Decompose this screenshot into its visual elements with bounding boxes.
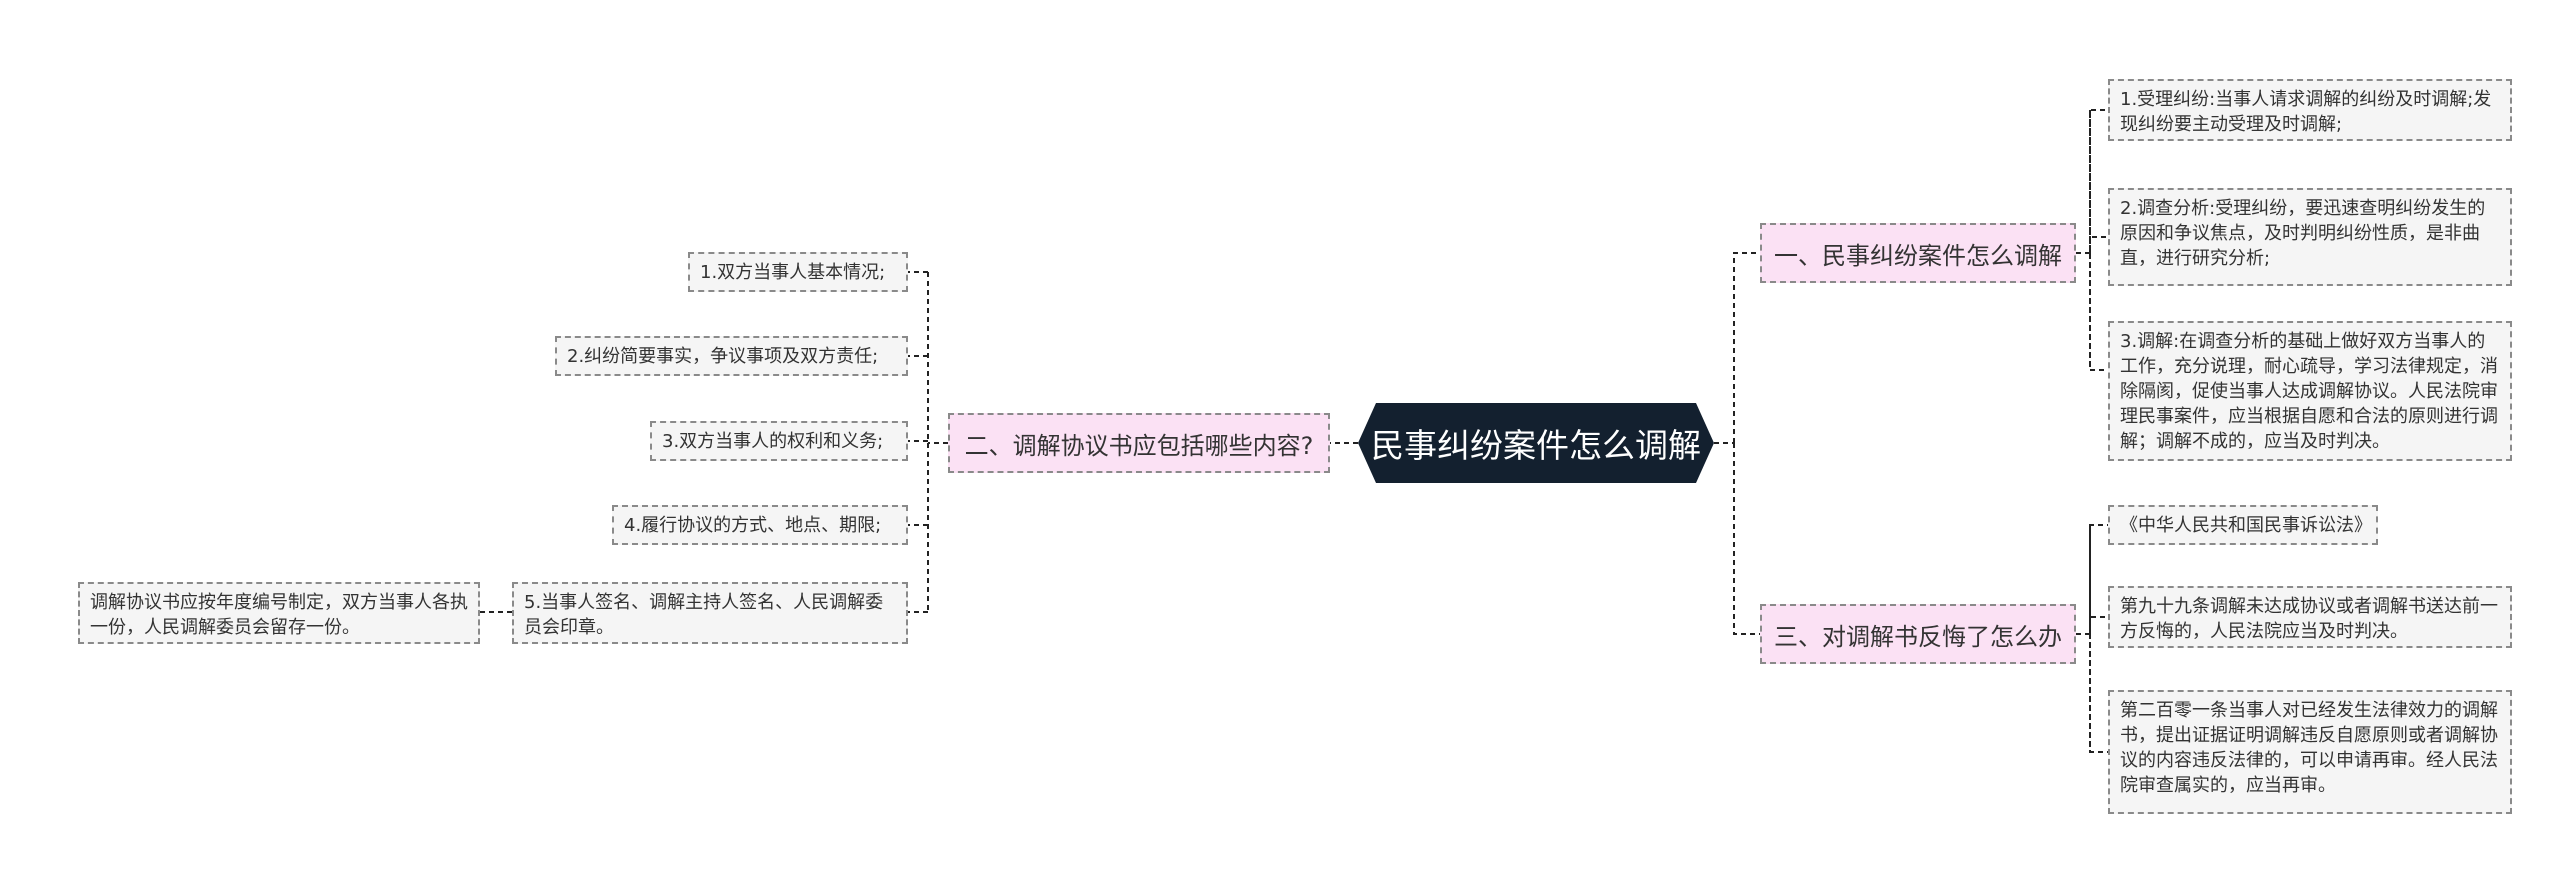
leaf-text: 3.双方当事人的权利和义务; bbox=[662, 430, 884, 452]
leaf-text: 3.调解:在调查分析的基础上做好双方当事人的工作，充分说理，耐心疏导，学习法律规… bbox=[2120, 331, 2498, 452]
leaf-text: 《中华人民共和国民事诉讼法》 bbox=[2120, 514, 2372, 536]
leaf-mediate[interactable]: 3.调解:在调查分析的基础上做好双方当事人的工作，充分说理，耐心疏导，学习法律规… bbox=[2108, 321, 2512, 461]
leaf-signatures-seal[interactable]: 5.当事人签名、调解主持人签名、人民调解委员会印章。 bbox=[512, 582, 908, 644]
central-topic[interactable]: 民事纠纷案件怎么调解 bbox=[1358, 403, 1714, 483]
central-topic-label: 民事纠纷案件怎么调解 bbox=[1371, 426, 1701, 465]
branch-label: 二、调解协议书应包括哪些内容? bbox=[964, 431, 1314, 460]
leaf-text: 2.调查分析:受理纠纷，要迅速查明纠纷发生的原因和争议焦点，及时判明纠纷性质，是… bbox=[2120, 198, 2486, 269]
leaf-text: 第九十九条调解未达成协议或者调解书送达前一方反悔的，人民法院应当及时判决。 bbox=[2120, 596, 2498, 642]
leaf-civil-procedure-law[interactable]: 《中华人民共和国民事诉讼法》 bbox=[2108, 505, 2378, 545]
leaf-accept-dispute[interactable]: 1.受理纠纷:当事人请求调解的纠纷及时调解;发现纠纷要主动受理及时调解; bbox=[2108, 79, 2512, 141]
branch-agreement-contents[interactable]: 二、调解协议书应包括哪些内容? bbox=[948, 413, 1330, 473]
leaf-text: 2.纠纷简要事实，争议事项及双方责任; bbox=[567, 345, 879, 367]
leaf-investigate-analyze[interactable]: 2.调查分析:受理纠纷，要迅速查明纠纷发生的原因和争议焦点，及时判明纠纷性质，是… bbox=[2108, 188, 2512, 286]
leaf-numbering-copies[interactable]: 调解协议书应按年度编号制定，双方当事人各执一份，人民调解委员会留存一份。 bbox=[78, 582, 480, 644]
branch-label: 一、民事纠纷案件怎么调解 bbox=[1774, 241, 2062, 270]
leaf-text: 第二百零一条当事人对已经发生法律效力的调解书，提出证据证明调解违反自愿原则或者调… bbox=[2120, 700, 2498, 796]
leaf-text: 4.履行协议的方式、地点、期限; bbox=[624, 514, 882, 536]
branch-mediation-process[interactable]: 一、民事纠纷案件怎么调解 bbox=[1760, 223, 2076, 283]
branch-label: 三、对调解书反悔了怎么办 bbox=[1774, 622, 2062, 651]
leaf-text: 1.双方当事人基本情况; bbox=[700, 261, 886, 283]
leaf-text: 调解协议书应按年度编号制定，双方当事人各执一份，人民调解委员会留存一份。 bbox=[90, 592, 468, 638]
leaf-article-99[interactable]: 第九十九条调解未达成协议或者调解书送达前一方反悔的，人民法院应当及时判决。 bbox=[2108, 586, 2512, 648]
leaf-parties-info[interactable]: 1.双方当事人基本情况; bbox=[688, 252, 908, 292]
leaf-article-201[interactable]: 第二百零一条当事人对已经发生法律效力的调解书，提出证据证明调解违反自愿原则或者调… bbox=[2108, 690, 2512, 814]
leaf-text: 1.受理纠纷:当事人请求调解的纠纷及时调解;发现纠纷要主动受理及时调解; bbox=[2120, 89, 2492, 135]
leaf-text: 5.当事人签名、调解主持人签名、人民调解委员会印章。 bbox=[524, 592, 884, 638]
leaf-rights-obligations[interactable]: 3.双方当事人的权利和义务; bbox=[650, 421, 908, 461]
leaf-dispute-facts[interactable]: 2.纠纷简要事实，争议事项及双方责任; bbox=[555, 336, 908, 376]
leaf-performance-terms[interactable]: 4.履行协议的方式、地点、期限; bbox=[612, 505, 908, 545]
branch-regret-mediation[interactable]: 三、对调解书反悔了怎么办 bbox=[1760, 604, 2076, 664]
